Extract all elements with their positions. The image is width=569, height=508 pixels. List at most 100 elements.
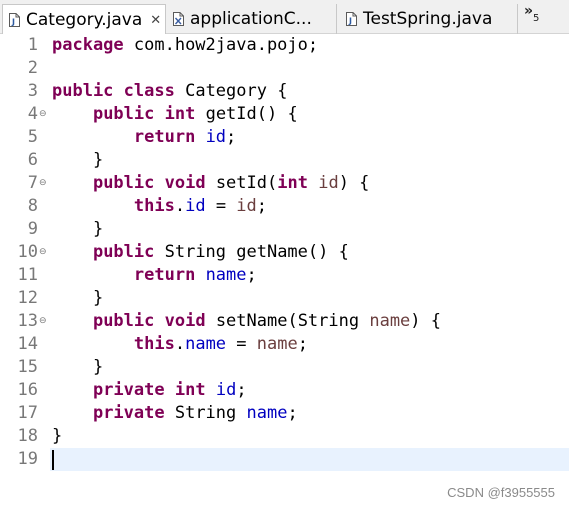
code-line[interactable]: 16 private int id; (0, 379, 569, 402)
fold-collapse-icon[interactable]: ⊖ (39, 316, 47, 326)
tab-overflow-count: 5 (533, 13, 540, 24)
editor-tab-bar: J Category.java ✕ applicationC... J Test… (0, 0, 569, 35)
keyword-token: this (133, 334, 175, 354)
code-token: Category { (174, 81, 288, 101)
tab-label: applicationC... (190, 9, 312, 29)
code-line[interactable]: 13⊖ public void setName(String name) { (0, 310, 569, 333)
keyword-token: void (164, 311, 206, 331)
code-token: = (226, 334, 257, 354)
tab-application-context[interactable]: applicationC... (167, 4, 337, 34)
code-token: } (52, 357, 104, 377)
tab-testspring-java[interactable]: J TestSpring.java (340, 4, 518, 34)
close-tab-icon[interactable]: ✕ (150, 12, 162, 28)
code-line[interactable]: 14 this.name = name; (0, 333, 569, 356)
code-token: } (52, 150, 104, 170)
line-number: 15 (17, 357, 38, 377)
field-token: id (185, 196, 206, 216)
code-line[interactable]: 11 return name; (0, 264, 569, 287)
keyword-token: public (52, 81, 114, 101)
tab-label: TestSpring.java (363, 9, 493, 29)
tab-label: Category.java (26, 10, 143, 30)
field-token: name (185, 334, 227, 354)
line-number: 1 (27, 35, 38, 55)
keyword-token: int (174, 380, 206, 400)
code-token (52, 127, 134, 147)
line-number: 11 (17, 265, 38, 285)
code-line[interactable]: 4⊖ public int getId() { (0, 103, 569, 126)
tab-category-java[interactable]: J Category.java ✕ (2, 4, 166, 35)
keyword-token: int (277, 173, 308, 193)
code-text: return id; (52, 126, 236, 149)
code-line[interactable]: 17 private String name; (0, 402, 569, 425)
text-caret (52, 450, 54, 470)
code-line[interactable]: 10⊖ public String getName() { (0, 241, 569, 264)
code-line[interactable]: 8 this.id = id; (0, 195, 569, 218)
svg-text:J: J (11, 18, 15, 27)
code-text: public class Category { (52, 80, 287, 103)
code-text: package com.how2java.pojo; (52, 34, 318, 57)
code-line[interactable]: 6 } (0, 149, 569, 172)
code-token: ; (256, 196, 268, 216)
code-token: setName(String (205, 311, 370, 331)
code-line[interactable]: 18} (0, 425, 569, 448)
code-token: . (174, 334, 186, 354)
code-text: } (52, 287, 103, 310)
line-number: 12 (17, 288, 38, 308)
code-token (52, 104, 93, 124)
code-text: private int id; (52, 379, 247, 402)
fold-collapse-icon[interactable]: ⊖ (39, 178, 47, 188)
code-text: } (52, 149, 103, 172)
code-line[interactable]: 19 (0, 448, 569, 471)
code-line[interactable]: 7⊖ public void setId(int id) { (0, 172, 569, 195)
code-token: ; (297, 334, 308, 354)
tab-overflow-chevron-icon[interactable]: » (524, 3, 533, 19)
code-token (195, 127, 205, 147)
code-line[interactable]: 12 } (0, 287, 569, 310)
code-token (154, 104, 164, 124)
code-text: this.id = id; (52, 195, 267, 218)
line-number: 16 (17, 380, 38, 400)
code-line[interactable]: 1 package com.how2java.pojo; (0, 34, 569, 57)
current-line-highlight (50, 448, 569, 471)
code-token: getId() { (195, 104, 298, 124)
fold-collapse-icon[interactable]: ⊖ (39, 247, 47, 257)
code-line[interactable]: 15 } (0, 356, 569, 379)
fold-collapse-icon[interactable]: ⊖ (39, 109, 47, 119)
keyword-token: this (133, 196, 175, 216)
code-token (52, 265, 134, 285)
code-token: setId( (205, 173, 278, 193)
code-text: private String name; (52, 402, 298, 425)
watermark: CSDN @f3955555 (447, 485, 555, 500)
code-token (165, 380, 175, 400)
code-token (52, 196, 134, 216)
line-number: 5 (27, 127, 38, 147)
code-text: } (52, 425, 62, 448)
code-token (206, 380, 216, 400)
line-number: 18 (17, 426, 38, 446)
code-token (154, 311, 164, 331)
field-token: id (205, 127, 227, 147)
parameter-token: id (236, 196, 257, 216)
code-token: ; (246, 265, 257, 285)
code-token (52, 311, 93, 331)
code-token (195, 265, 205, 285)
code-token: } (52, 288, 104, 308)
code-token (154, 173, 164, 193)
code-token: ; (226, 127, 237, 147)
code-token: ; (236, 380, 247, 400)
code-text: public int getId() { (52, 103, 298, 126)
keyword-token: return (133, 127, 196, 147)
line-number: 6 (27, 150, 38, 170)
keyword-token: void (164, 173, 206, 193)
code-line[interactable]: 2 (0, 57, 569, 80)
parameter-token: name (256, 334, 298, 354)
keyword-token: int (164, 104, 196, 124)
code-line[interactable]: 5 return id; (0, 126, 569, 149)
code-line[interactable]: 9 } (0, 218, 569, 241)
line-number: 19 (17, 449, 38, 469)
code-text: this.name = name; (52, 333, 308, 356)
code-token (308, 173, 318, 193)
line-number: 4 (27, 104, 38, 124)
